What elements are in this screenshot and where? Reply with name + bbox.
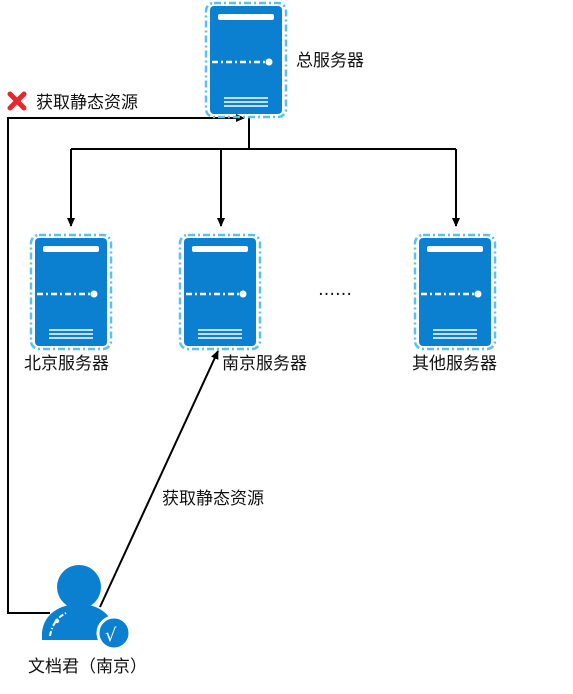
- server-icon: [413, 233, 497, 351]
- connectors: [7, 114, 460, 614]
- user-label: 文档君（南京）: [28, 657, 147, 677]
- edge-user-to-main-failed: [7, 114, 245, 614]
- server-icon: [29, 233, 113, 351]
- success-request-label: 获取静态资源: [162, 489, 264, 509]
- other-server-label: 其他服务器: [412, 354, 497, 374]
- nanjing-server-label: 南京服务器: [222, 354, 307, 374]
- server-icon: [178, 233, 262, 351]
- red-x-icon: [7, 91, 27, 111]
- server-icon: [204, 1, 288, 119]
- other-server: [413, 233, 497, 351]
- nanjing-server: [178, 233, 262, 351]
- main-server: [204, 1, 288, 119]
- main-server-label: 总服务器: [296, 51, 364, 71]
- badge-checkmark: √: [105, 625, 117, 646]
- checkmark-badge-icon: √: [96, 615, 132, 651]
- more-servers-ellipsis: ……: [318, 280, 352, 300]
- beijing-server-label: 北京服务器: [24, 354, 109, 374]
- beijing-server: [29, 233, 113, 351]
- edge-user-to-nanjing: [99, 350, 219, 608]
- failed-request-label: 获取静态资源: [36, 93, 138, 113]
